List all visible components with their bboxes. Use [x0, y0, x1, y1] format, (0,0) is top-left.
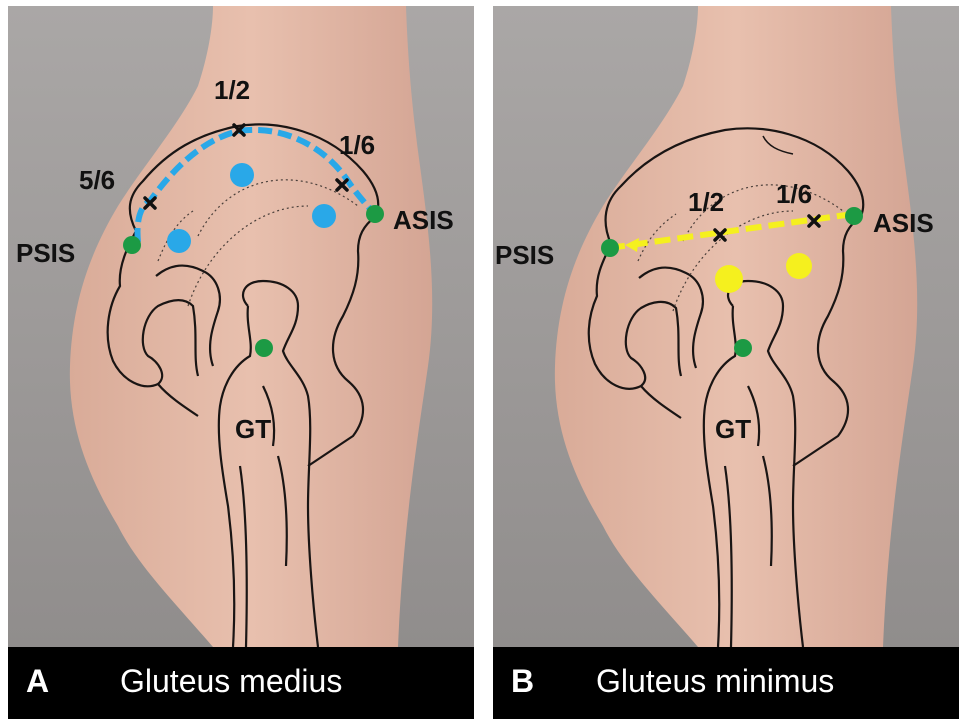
fraction-half-label: 1/2 — [688, 187, 724, 217]
gt-label: GT — [235, 414, 271, 444]
panel-gluteus-minimus: PSIS ASIS GT 1/2 1/6 B Gluteus minimus — [493, 0, 959, 725]
psis-landmark-dot — [123, 236, 141, 254]
asis-landmark-dot — [845, 207, 863, 225]
hip-anatomy-photo-b: PSIS ASIS GT 1/2 1/6 — [493, 6, 959, 647]
panel-letter: A — [26, 663, 49, 700]
psis-label: PSIS — [16, 238, 75, 268]
gt-landmark-dot — [255, 339, 273, 357]
medius-point-upper — [230, 163, 254, 187]
medius-point-anterior — [312, 204, 336, 228]
minimus-point-anterior — [786, 253, 812, 279]
panel-title: Gluteus medius — [120, 663, 342, 700]
hip-illustration-b: PSIS ASIS GT 1/2 1/6 — [493, 6, 959, 647]
hip-illustration-a: PSIS ASIS GT 1/2 1/6 5/6 — [8, 6, 474, 647]
fraction-half-label: 1/2 — [214, 75, 250, 105]
gt-landmark-dot — [734, 339, 752, 357]
caption-bar-a: A Gluteus medius — [8, 647, 474, 719]
panel-gluteus-medius: PSIS ASIS GT 1/2 1/6 5/6 A Gluteus mediu… — [8, 0, 474, 725]
psis-landmark-dot — [601, 239, 619, 257]
panel-title: Gluteus minimus — [596, 663, 834, 700]
minimus-point-posterior — [715, 265, 743, 293]
asis-landmark-dot — [366, 205, 384, 223]
asis-label: ASIS — [873, 208, 934, 238]
hip-anatomy-photo-a: PSIS ASIS GT 1/2 1/6 5/6 — [8, 6, 474, 647]
caption-bar-b: B Gluteus minimus — [493, 647, 959, 719]
fraction-sixth-label: 1/6 — [339, 130, 375, 160]
fraction-five-sixths-label: 5/6 — [79, 165, 115, 195]
medius-point-posterior — [167, 229, 191, 253]
asis-label: ASIS — [393, 205, 454, 235]
fraction-sixth-label: 1/6 — [776, 179, 812, 209]
psis-label: PSIS — [495, 240, 554, 270]
gt-label: GT — [715, 414, 751, 444]
panel-letter: B — [511, 663, 534, 700]
